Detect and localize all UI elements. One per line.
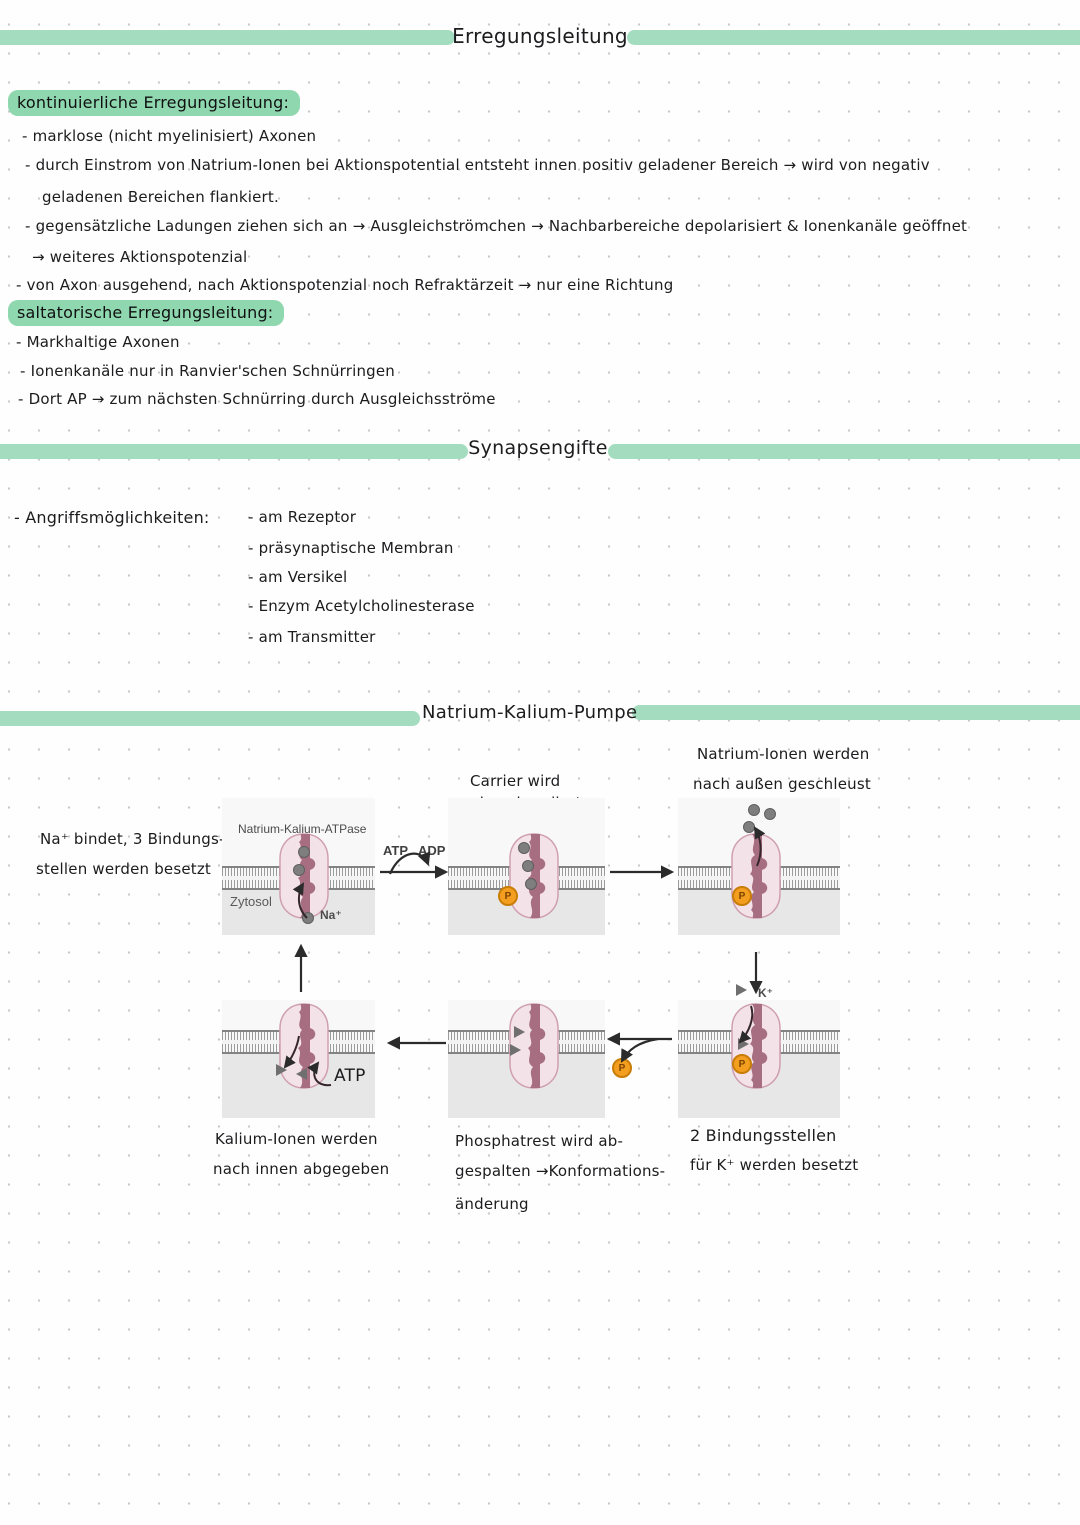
subheading-saltatorisch: saltatorische Erregungsleitung:: [8, 300, 285, 326]
potassium-ion: [738, 1038, 749, 1050]
zytosol-label: Zytosol: [230, 894, 272, 909]
sodium-ion: [748, 804, 760, 816]
caption-line: 2 Bindungsstellen: [690, 1126, 837, 1145]
list-item: - Enzym Acetylcholinesterase: [248, 597, 475, 615]
sodium-ion: [522, 860, 534, 872]
potassium-ion: [514, 1026, 525, 1038]
angriff-label: - Angriffsmöglichkeiten:: [14, 508, 210, 527]
caption-line: Natrium-Ionen werden: [697, 745, 870, 763]
sodium-ion: [298, 846, 310, 858]
potassium-ion: [296, 1068, 307, 1080]
note-line: → weiteres Aktionspotenzial: [32, 248, 248, 266]
note-line: - von Axon ausgehend, nach Aktionspotenz…: [16, 276, 674, 294]
list-item: - am Rezeptor: [248, 508, 357, 526]
sodium-ion: [764, 808, 776, 820]
caption-line: Phosphatrest wird ab-: [455, 1132, 624, 1150]
atp-handwritten-label: ATP: [334, 1066, 366, 1086]
note-line: - Dort AP → zum nächsten Schnürring durc…: [18, 390, 496, 408]
caption-line: stellen werden besetzt: [36, 860, 212, 878]
header-bar-right: [608, 444, 1080, 459]
atpase-label: Natrium-Kalium-ATPase: [238, 822, 367, 836]
note-line: geladenen Bereichen flankiert.: [42, 188, 279, 206]
list-item: - am Transmitter: [248, 628, 376, 646]
phosphate-badge: P: [732, 886, 752, 906]
subheading-kontinuierlich: kontinuierliche Erregungsleitung:: [8, 90, 301, 116]
header-bar-left: [0, 444, 468, 459]
note-line: - gegensätzliche Ladungen ziehen sich an…: [25, 217, 968, 235]
header-bar-left: [0, 30, 455, 45]
caption-line: Kalium-Ionen werden: [215, 1130, 378, 1148]
note-line: - marklose (nicht myelinisiert) Axonen: [22, 127, 317, 145]
section-title-synapsengifte: Synapsengifte: [468, 437, 608, 459]
note-line: - Markhaltige Axonen: [16, 333, 180, 351]
note-line: - durch Einstrom von Natrium-Ionen bei A…: [25, 156, 930, 174]
sodium-ion: [525, 878, 537, 890]
caption-line: Na⁺ bindet, 3 Bindungs-: [40, 830, 225, 848]
header-bar-left: [0, 711, 420, 726]
note-line: - Ionenkanäle nur in Ranvier'schen Schnü…: [20, 362, 396, 380]
atp-label: ATP: [383, 843, 409, 858]
sodium-ion: [518, 842, 530, 854]
header-bar-right: [627, 30, 1080, 45]
caption-line: für K⁺ werden besetzt: [690, 1156, 859, 1174]
potassium-ion: [510, 1044, 521, 1056]
na-ion-label: Na⁺: [320, 908, 342, 922]
list-item: - am Versikel: [248, 568, 348, 586]
caption-line: Carrier wird: [470, 772, 561, 790]
phosphate-badge: P: [732, 1054, 752, 1074]
list-item: - präsynaptische Membran: [248, 539, 454, 557]
header-bar-right: [632, 705, 1080, 720]
page-title: Erregungsleitung: [452, 24, 628, 48]
caption-line: nach innen abgegeben: [213, 1160, 390, 1178]
caption-line: gespalten →Konformations-: [455, 1162, 666, 1180]
pump-arrows-graphic: [283, 826, 766, 1087]
potassium-ion: [276, 1064, 287, 1076]
sodium-ion: [293, 864, 305, 876]
section-title-pumpe: Natrium-Kalium-Pumpe: [422, 702, 638, 723]
caption-line: änderung: [455, 1195, 529, 1213]
potassium-ion: [736, 984, 747, 996]
caption-line: nach außen geschleust: [693, 775, 871, 793]
phosphate-badge: P: [498, 886, 518, 906]
